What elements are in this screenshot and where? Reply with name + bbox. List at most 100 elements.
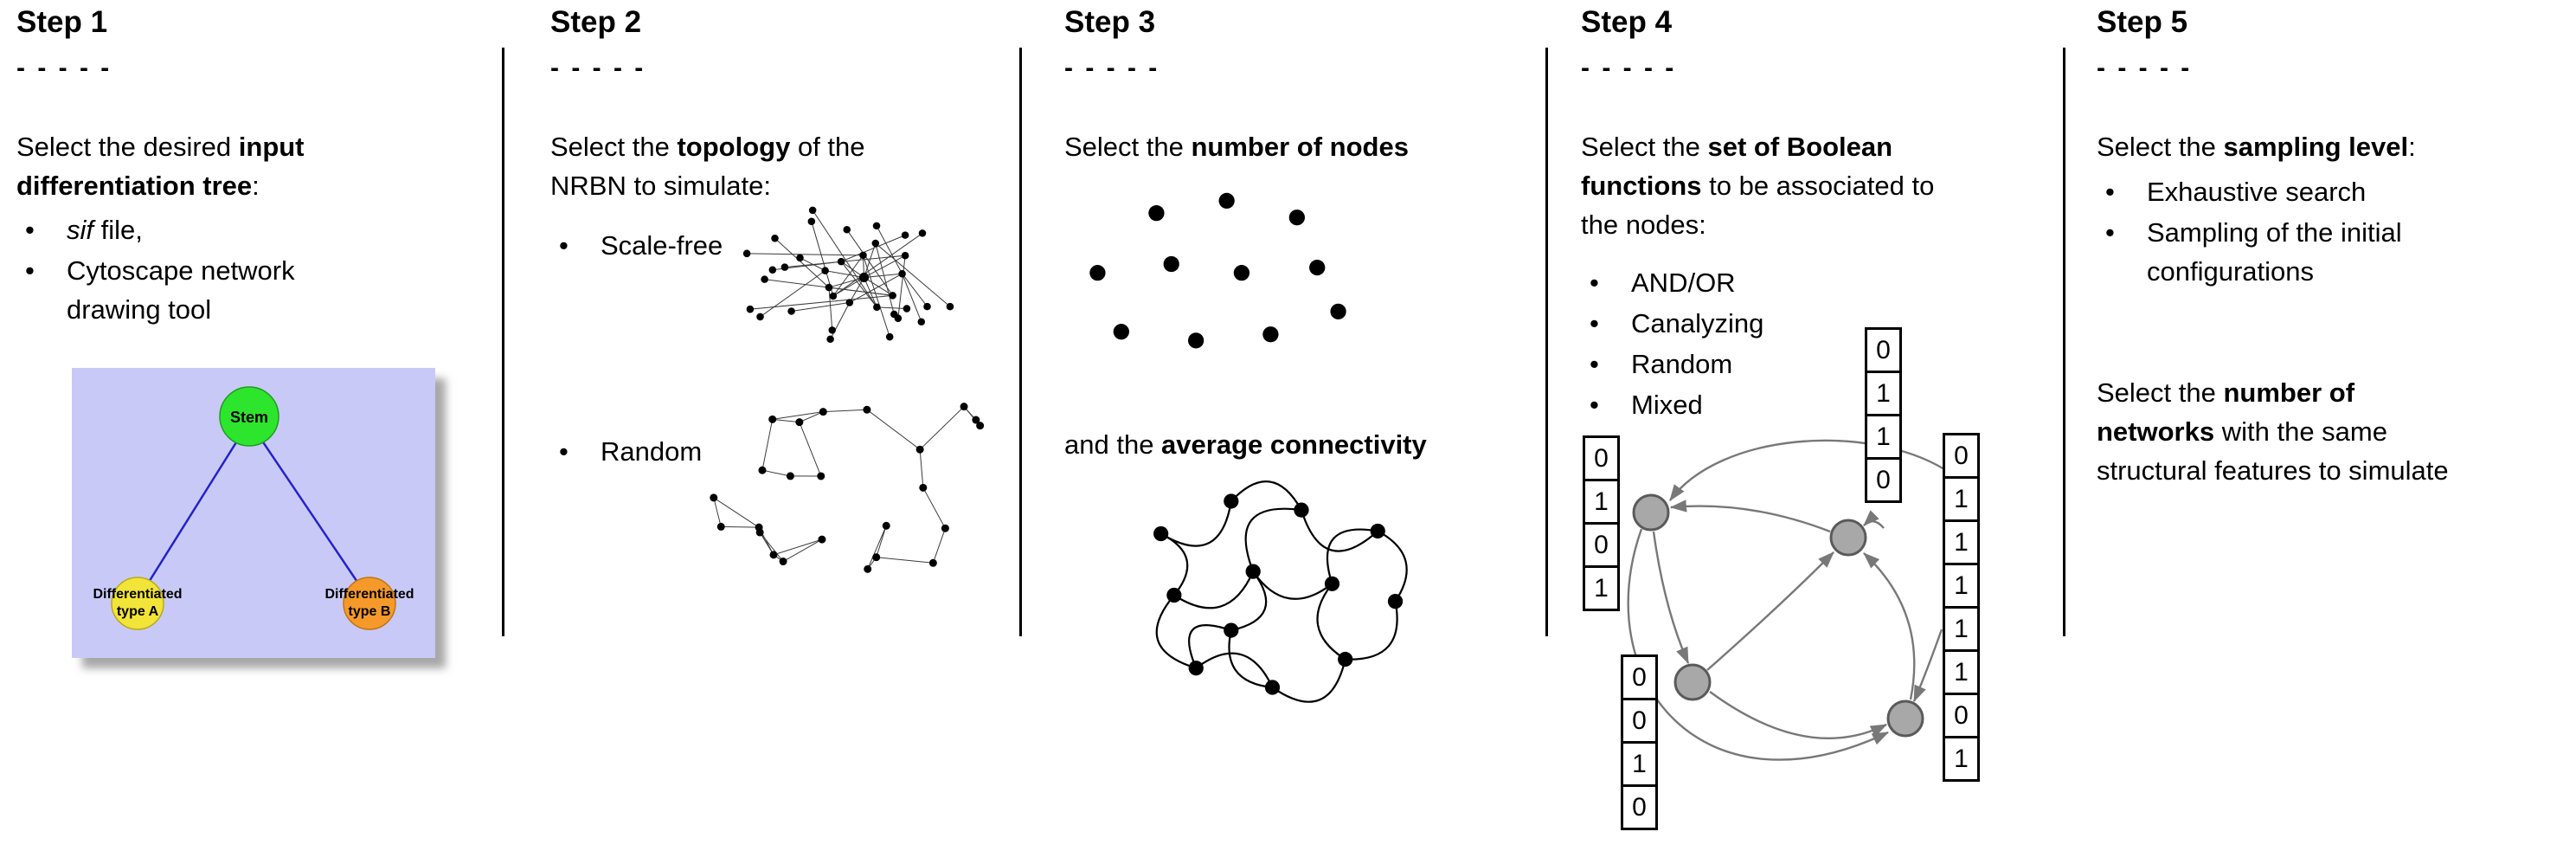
intro-text: to be associated to the nodes: <box>1581 170 1935 240</box>
truth-table-cell: 0 <box>1621 654 1658 700</box>
step-2-dashes: - - - - - <box>550 54 646 82</box>
intro-bold-text: set of Boolean functions <box>1581 132 1893 201</box>
bullet-text: AND/OR <box>1631 268 1736 298</box>
step-5-options: Exhaustive search Sampling of the initia… <box>2097 173 2547 293</box>
list-item: Sampling of the initial configurations <box>2097 214 2547 292</box>
bullet-text: Random <box>601 436 703 467</box>
step-2-intro: Select the topology of the NRBN to simul… <box>550 128 931 206</box>
tree-edges <box>136 421 371 601</box>
step-4-options: AND/OR Canalyzing Random Mixed <box>1581 264 1763 427</box>
intro-text: of the NRBN to simulate: <box>550 132 865 201</box>
step-4-title: Step 4 <box>1581 5 1673 39</box>
step-1-options: sif file, Cytoscape network drawing tool <box>16 211 328 332</box>
type-b-label-line1: Differentiated <box>324 587 414 602</box>
type-a-node <box>111 577 164 630</box>
step-5-title: Step 5 <box>2097 5 2188 39</box>
intro-text: Select the desired <box>16 132 239 162</box>
intro-bold-text: sampling level <box>2223 132 2409 162</box>
network-arrows <box>1627 439 1945 761</box>
truth-table-cell: 0 <box>1583 522 1620 568</box>
bullet-text: Scale-free <box>601 230 723 261</box>
truth-table-cell: 0 <box>1865 327 1902 373</box>
step-3-line1: Select the number of nodes <box>1064 128 1409 167</box>
list-item: Canalyzing <box>1581 305 1763 344</box>
truth-table-top: 0 1 1 0 <box>1865 327 1902 503</box>
step-3-line2: and the average connectivity <box>1064 426 1427 465</box>
step-1-dashes: - - - - - <box>16 54 112 82</box>
list-item: Cytoscape network drawing tool <box>16 252 328 330</box>
truth-table-cell: 1 <box>1583 565 1620 611</box>
tree-edge-left <box>136 421 251 601</box>
step-1-intro: Select the desired input differentiation… <box>16 128 466 206</box>
truth-table-cell: 0 <box>1621 698 1658 744</box>
bullet-text: Sampling of the initial configurations <box>2147 216 2402 287</box>
list-item: Random <box>1581 345 1763 384</box>
step-4-column: Step 4 - - - - - Select the set of Boole… <box>1581 0 2057 851</box>
bullet-text: Random <box>1631 348 1733 379</box>
step-2-option-random: Random <box>550 433 702 474</box>
type-b-node <box>343 577 396 630</box>
bullet-text: Canalyzing <box>1631 307 1764 338</box>
type-b-label-line2: type B <box>349 604 391 619</box>
differentiation-tree-figure: Stem Differentiated type A Differentiate… <box>72 368 435 658</box>
truth-table-cell: 0 <box>1621 784 1658 830</box>
nodes-scatter-illustration <box>1089 192 1346 349</box>
intro-text: Select the <box>2097 377 2224 408</box>
truth-table-cell: 0 <box>1865 457 1902 503</box>
step-3-column: Step 3 - - - - - Select the number of no… <box>1064 0 1539 851</box>
intro-bold-text: input differentiation tree <box>16 132 305 201</box>
intro-text: : <box>252 170 260 201</box>
list-item: Mixed <box>1581 386 1763 425</box>
intro-bold-text: number of networks <box>2097 377 2355 447</box>
stem-label: Stem <box>230 409 268 426</box>
truth-table-cell: 1 <box>1943 606 1980 652</box>
truth-table-cell: 1 <box>1943 649 1980 695</box>
intro-bold-text: topology <box>677 132 791 162</box>
intro-text: Select the <box>1064 132 1192 162</box>
bullet-text: Mixed <box>1631 389 1703 420</box>
bullet-text: Exhaustive search <box>2147 177 2367 207</box>
truth-table-right: 0 1 1 1 1 1 0 1 <box>1943 433 1980 782</box>
network-nodes <box>1632 493 1924 738</box>
truth-table-cell: 1 <box>1943 563 1980 609</box>
truth-table-cell: 1 <box>1621 741 1658 787</box>
intro-bold-text: number of nodes <box>1191 132 1409 162</box>
truth-table-cell: 1 <box>1943 519 1980 565</box>
intro-text: Select the <box>1581 132 1708 162</box>
bullet-text: file, <box>93 215 143 245</box>
truth-table-cell: 0 <box>1943 693 1980 738</box>
truth-table-cell: 0 <box>1583 435 1620 481</box>
list-item: Exhaustive search <box>2097 173 2547 212</box>
truth-table-cell: 1 <box>1865 414 1902 460</box>
step-3-dashes: - - - - - <box>1064 54 1160 82</box>
column-divider <box>1545 48 1548 636</box>
type-a-label-line1: Differentiated <box>93 587 182 602</box>
stem-node <box>219 386 279 447</box>
step-2-title: Step 2 <box>550 5 642 39</box>
intro-text: Select the <box>550 132 678 162</box>
intro-bold-text: average connectivity <box>1161 429 1427 460</box>
list-item: sif file, <box>16 211 328 250</box>
step-1-title: Step 1 <box>16 5 108 39</box>
truth-table-cell: 1 <box>1865 371 1902 416</box>
intro-text: and the <box>1064 429 1162 460</box>
column-divider <box>1019 48 1022 636</box>
step-2-column: Step 2 - - - - - Select the topology of … <box>550 0 1009 851</box>
truth-table-cell: 0 <box>1943 433 1980 479</box>
step-5-intro: Select the sampling level: <box>2097 128 2416 167</box>
network-node <box>1632 493 1670 532</box>
network-node <box>1829 519 1867 557</box>
step-3-title: Step 3 <box>1064 5 1156 39</box>
differentiation-tree-illustration: Stem Differentiated type A Differentiate… <box>72 368 435 658</box>
truth-table-cell: 1 <box>1583 479 1620 525</box>
scale-free-network-illustration <box>742 206 954 344</box>
network-node <box>1673 663 1712 701</box>
step-5-second-paragraph: Select the number of networks with the s… <box>2097 374 2460 491</box>
boolean-network-illustration <box>1627 439 1945 761</box>
network-node <box>1886 699 1924 738</box>
step-4-intro: Select the set of Boolean functions to b… <box>1581 128 1979 245</box>
truth-table-cell: 1 <box>1943 736 1980 782</box>
truth-table-bottom-left: 0 0 1 0 <box>1621 654 1658 830</box>
column-divider <box>502 48 504 636</box>
list-item: Scale-free <box>550 227 723 266</box>
